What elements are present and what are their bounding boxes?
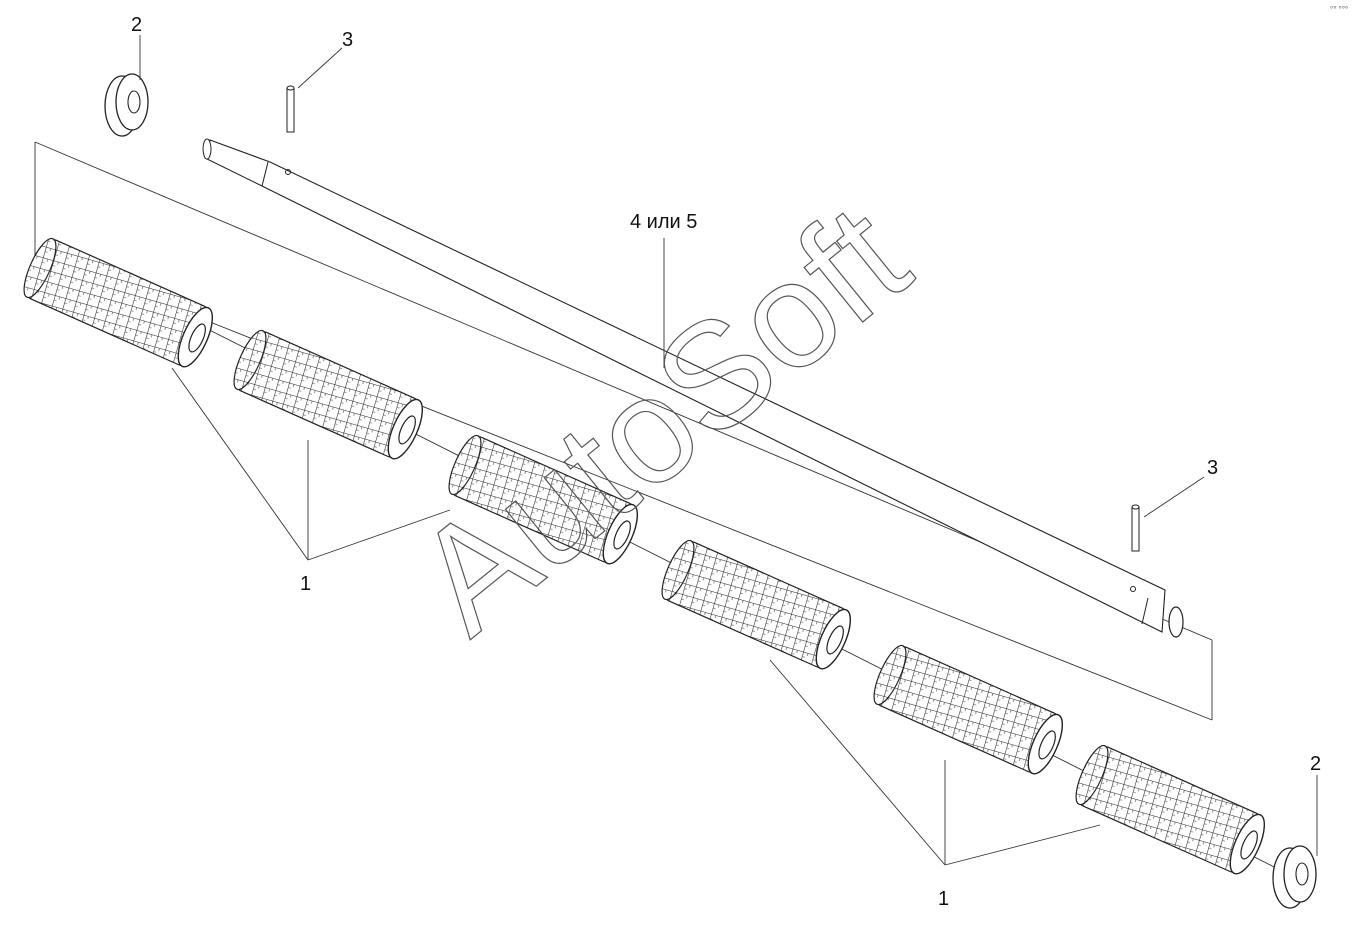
roller-2 bbox=[227, 325, 430, 464]
corner-mark: °° °°° bbox=[1330, 5, 1348, 14]
callout-washer-top: 2 bbox=[131, 14, 142, 36]
roller-6 bbox=[1069, 740, 1272, 879]
washer-bottom bbox=[1272, 845, 1317, 909]
watermark-text: AutoSoft bbox=[384, 172, 937, 665]
leader-lines bbox=[139, 35, 1318, 866]
pin-right bbox=[1131, 504, 1140, 552]
pin-top bbox=[286, 85, 295, 133]
callout-washer-bottom: 2 bbox=[1310, 753, 1321, 775]
shaft bbox=[202, 138, 1184, 638]
callout-pin-right: 3 bbox=[1207, 457, 1218, 479]
callout-pin-top: 3 bbox=[342, 29, 353, 51]
callout-rollers-right: 1 bbox=[938, 888, 949, 910]
callout-rollers-left: 1 bbox=[300, 573, 311, 595]
roller-4 bbox=[655, 535, 858, 674]
roller-1 bbox=[17, 233, 220, 372]
roller-5 bbox=[867, 640, 1070, 779]
washer-top bbox=[104, 73, 149, 137]
callout-shaft: 4 или 5 bbox=[630, 211, 697, 233]
